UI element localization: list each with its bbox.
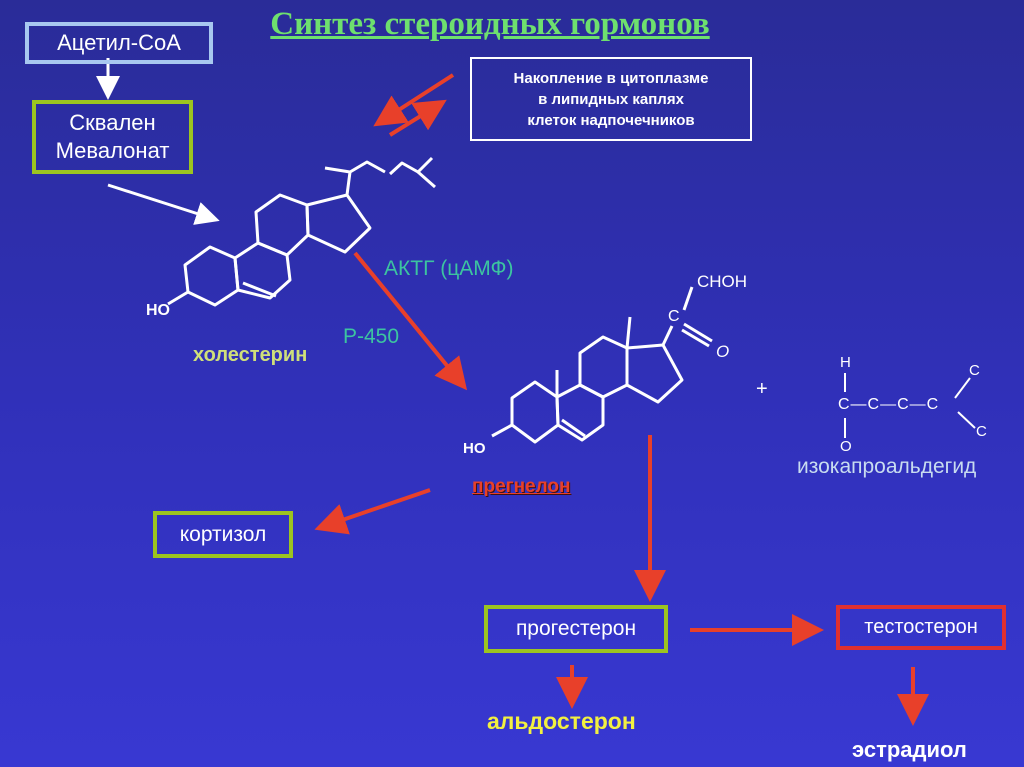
iso-chain-label: C—C—C—C bbox=[838, 396, 940, 413]
arrow-to-cholesterol bbox=[373, 73, 455, 127]
cholesterol-structure bbox=[167, 156, 436, 307]
iso-c-top-label: C bbox=[969, 362, 980, 379]
arrow-to-storage bbox=[388, 99, 447, 137]
actg-label: АКТГ (цАМФ) bbox=[384, 257, 514, 280]
progesterone-box: прогестерон bbox=[484, 605, 668, 653]
squalene-box: Сквален Мевалонат bbox=[32, 100, 193, 174]
cholesterol-label: холестерин bbox=[193, 344, 308, 366]
storage-box: Накопление в цитоплазме в липидных капля… bbox=[470, 57, 752, 141]
isocaproaldehyde-bonds bbox=[844, 373, 976, 438]
acetyl-coa-label: Ацетил-СоА bbox=[57, 30, 181, 55]
page-title: Синтез стероидных гормонов bbox=[270, 6, 710, 42]
storage-line-3: клеток надпочечников bbox=[527, 111, 695, 129]
p450-label: Р-450 bbox=[343, 325, 400, 348]
ho-label-cholesterol: HO bbox=[146, 302, 170, 319]
cortisol-box: кортизол bbox=[153, 511, 293, 558]
isocaproaldehyde-label: изокапроальдегид bbox=[797, 455, 977, 478]
choh-label: CHOH bbox=[697, 272, 748, 291]
c17-label: C bbox=[668, 308, 680, 325]
estradiol-label: эстрадиол bbox=[852, 737, 967, 762]
aldosterone-label: альдостерон bbox=[487, 708, 636, 734]
pregnenolone-label: прегнелон bbox=[472, 476, 571, 497]
plus-sign: + bbox=[756, 378, 768, 400]
ho-label-pregnenolone: HO bbox=[463, 440, 486, 457]
storage-line-2: в липидных каплях bbox=[538, 90, 684, 108]
arrow-cholesterol-to-pregnenolone bbox=[353, 251, 468, 391]
testosterone-label: тестостерон bbox=[864, 616, 978, 638]
arrow-to-cortisol bbox=[314, 488, 431, 535]
iso-o-label: O bbox=[840, 438, 852, 455]
white-arrows bbox=[96, 58, 220, 225]
progesterone-label: прогестерон bbox=[515, 617, 637, 640]
storage-line-1: Накопление в цитоплазме bbox=[513, 69, 709, 87]
squalene-label: Сквален bbox=[69, 110, 156, 135]
iso-c-bottom-label: C bbox=[976, 423, 987, 440]
pregnenolone-structure bbox=[491, 286, 713, 444]
arrow-squalene-to-cholesterol bbox=[107, 183, 220, 225]
acetyl-coa-box: Ацетил-СоА bbox=[25, 22, 213, 64]
mevalonate-label: Мевалонат bbox=[55, 138, 170, 163]
testosterone-box: тестостерон bbox=[836, 605, 1006, 650]
iso-h-label: H bbox=[840, 354, 851, 371]
o17-label: O bbox=[716, 342, 730, 361]
cortisol-label: кортизол bbox=[179, 522, 267, 546]
red-arrows bbox=[314, 73, 929, 726]
